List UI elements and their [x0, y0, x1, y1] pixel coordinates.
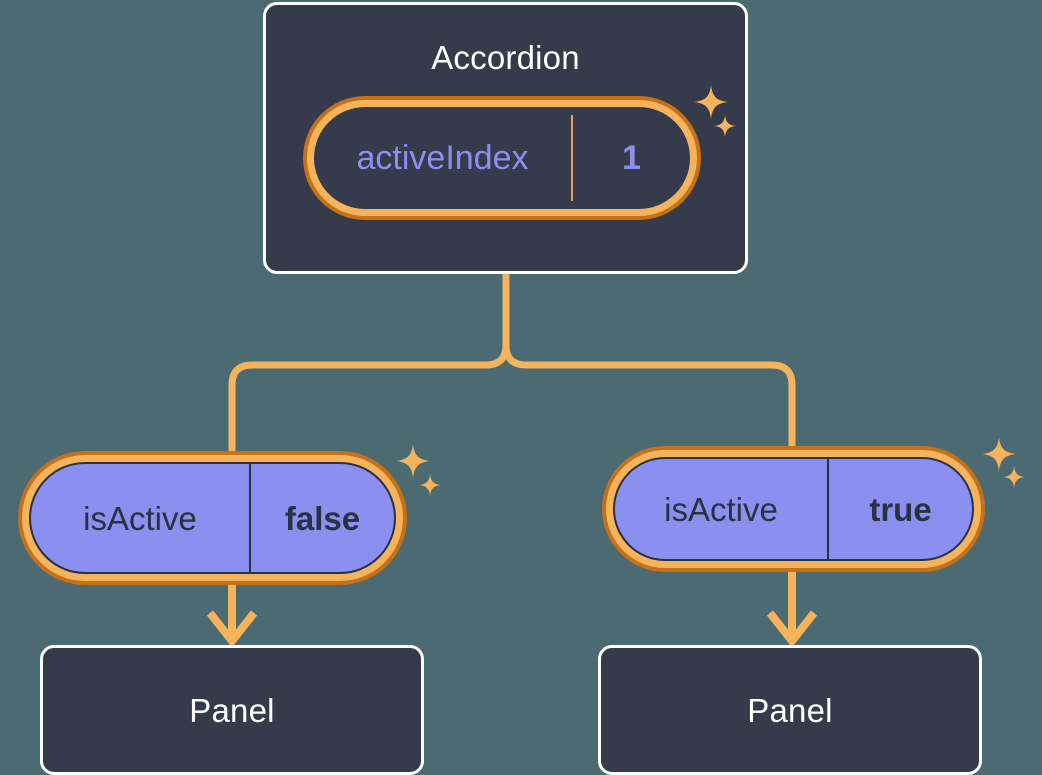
state-pill-ring: isActive true [606, 450, 981, 568]
connector-accordion-to-left [228, 270, 510, 459]
state-pill-active-index[interactable]: activeIndex 1 [303, 96, 701, 220]
state-pill-core: isActive false [29, 462, 396, 574]
panel-component-box-left[interactable]: Panel [40, 645, 424, 775]
panel-title-left: Panel [189, 691, 275, 729]
state-name-active-index: activeIndex [356, 139, 529, 177]
state-pill-ring: activeIndex 1 [307, 100, 697, 216]
state-pill-is-active-true[interactable]: isActive true [602, 446, 985, 572]
sparkle-icon [1003, 466, 1025, 488]
panel-component-box-right[interactable]: Panel [598, 645, 982, 775]
sparkle-icon [982, 437, 1016, 471]
state-pill-ring: isActive false [22, 455, 403, 581]
accordion-title: Accordion [431, 39, 580, 76]
panel-title-right: Panel [747, 691, 833, 729]
state-pill-divider [249, 464, 251, 572]
connector-accordion-to-right [502, 270, 796, 454]
sparkle-icon [396, 444, 430, 478]
state-name-is-active-right: isActive [664, 490, 778, 528]
state-pill-is-active-false[interactable]: isActive false [18, 451, 407, 585]
sparkle-icon [694, 85, 728, 119]
state-pill-core: activeIndex 1 [314, 107, 690, 209]
state-value-is-active-left: false [284, 499, 361, 537]
state-name-is-active-left: isActive [83, 499, 197, 537]
arrow-down-icon-left [206, 610, 258, 648]
state-pill-divider [827, 459, 829, 559]
arrow-down-icon-right [766, 610, 818, 648]
sparkle-icon [419, 474, 441, 496]
sparkle-icon [714, 115, 736, 137]
state-pill-divider [571, 115, 573, 201]
state-value-active-index: 1 [622, 139, 641, 177]
state-pill-core: isActive true [613, 457, 974, 561]
state-value-is-active-right: true [869, 490, 932, 528]
